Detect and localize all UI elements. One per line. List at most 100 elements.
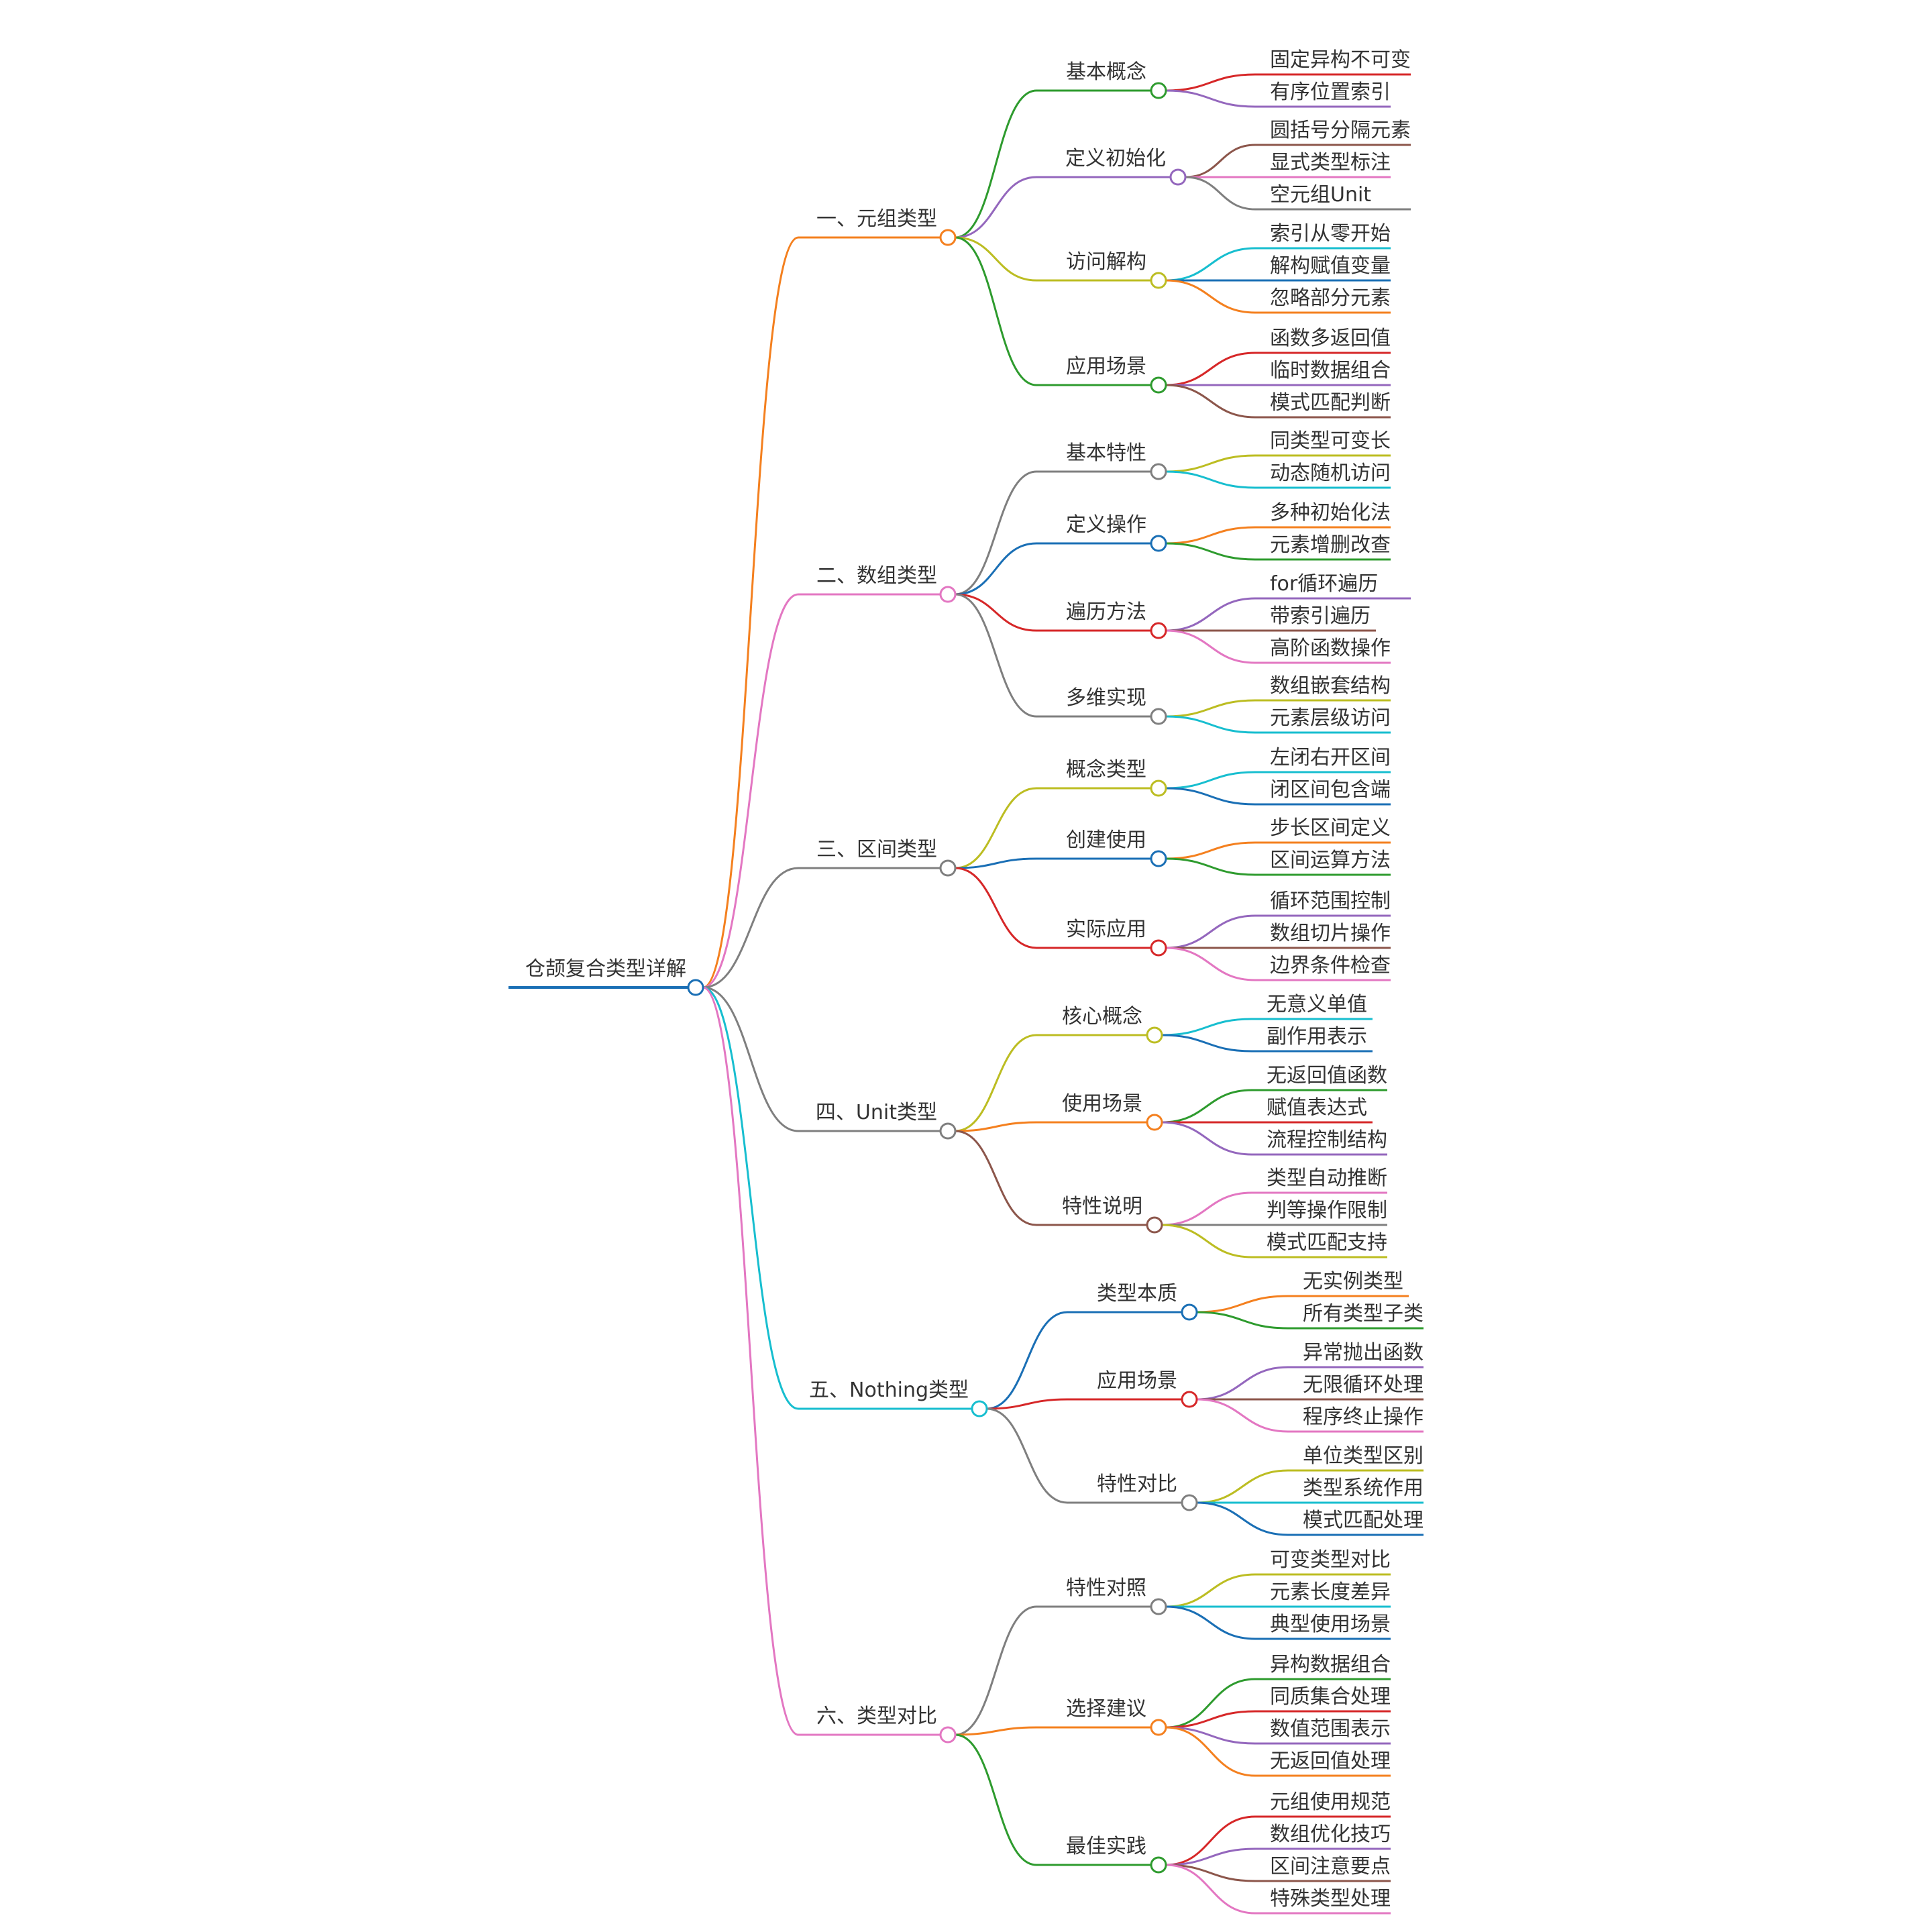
sub-connector: [955, 867, 1037, 949]
leaf-connector: [1165, 1605, 1256, 1640]
sub-topic-node[interactable]: [1181, 1494, 1198, 1511]
leaf-label: 同类型可变长: [1270, 429, 1391, 453]
sub-topic-label: 定义操作: [1066, 513, 1146, 537]
sub-topic-label: 使用场景: [1062, 1092, 1142, 1116]
sub-topic-node[interactable]: [1181, 1391, 1198, 1408]
sub-connector: [955, 857, 1037, 869]
leaf-connector: [1161, 1121, 1252, 1156]
branch-node-3[interactable]: [939, 859, 957, 877]
leaf-connector: [1165, 1678, 1256, 1729]
leaf-connector: [1165, 1864, 1256, 1915]
sub-topic-node[interactable]: [1146, 1114, 1163, 1131]
branch-node-4[interactable]: [939, 1122, 957, 1140]
leaf-label: 赋值表达式: [1267, 1096, 1367, 1120]
leaf-label: 数组优化技巧: [1270, 1823, 1391, 1846]
leaf-label: 临时数据组合: [1270, 359, 1391, 382]
leaf-label: 模式匹配处理: [1303, 1509, 1424, 1532]
sub-topic-label: 实际应用: [1066, 918, 1146, 941]
branch-connector: [702, 986, 799, 1410]
branch-node-5[interactable]: [971, 1400, 988, 1417]
sub-topic-node[interactable]: [1150, 1856, 1167, 1874]
sub-connector: [955, 542, 1037, 596]
leaf-label: 判等操作限制: [1267, 1199, 1387, 1222]
sub-topic-label: 创建使用: [1066, 828, 1146, 852]
branch-node-1[interactable]: [939, 229, 957, 246]
sub-topic-node[interactable]: [1150, 1719, 1167, 1736]
sub-topic-node[interactable]: [1150, 82, 1167, 99]
leaf-connector: [1165, 1864, 1256, 1882]
sub-topic-label: 应用场景: [1097, 1369, 1177, 1393]
sub-topic-node[interactable]: [1150, 463, 1167, 480]
leaf-label: 多种初始化法: [1270, 501, 1391, 525]
leaf-label: 循环范围控制: [1270, 890, 1391, 913]
sub-topic-node[interactable]: [1150, 272, 1167, 289]
leaf-connector: [1165, 73, 1256, 92]
leaf-connector: [1165, 1710, 1256, 1729]
sub-connector: [955, 176, 1037, 239]
leaf-connector: [1165, 1847, 1256, 1866]
sub-topic-node[interactable]: [1150, 376, 1167, 394]
sub-topic-node[interactable]: [1150, 1598, 1167, 1615]
leaf-label: 所有类型子类: [1303, 1302, 1424, 1326]
leaf-label: 圆括号分隔元素: [1270, 119, 1411, 142]
leaf-label: 元素层级访问: [1270, 706, 1391, 730]
leaf-connector: [1161, 1018, 1252, 1036]
sub-topic-node[interactable]: [1150, 939, 1167, 957]
leaf-connector: [1165, 384, 1256, 419]
leaf-label: 单位类型区别: [1303, 1444, 1424, 1468]
sub-connector: [955, 593, 1037, 632]
leaf-connector: [1165, 1726, 1256, 1745]
leaf-label: 区间运算方法: [1270, 849, 1391, 872]
sub-topic-node[interactable]: [1146, 1216, 1163, 1234]
leaf-connector: [1185, 144, 1256, 178]
leaf-connector: [1165, 89, 1256, 108]
branch-node-6[interactable]: [939, 1726, 957, 1743]
leaf-label: 边界条件检查: [1270, 954, 1391, 977]
branch-node-2[interactable]: [939, 586, 957, 603]
sub-topic-node[interactable]: [1150, 780, 1167, 797]
leaf-connector: [1165, 1726, 1256, 1777]
sub-topic-node[interactable]: [1181, 1303, 1198, 1321]
underlines-layer: [508, 73, 1424, 1915]
leaf-label: 无实例类型: [1303, 1270, 1403, 1293]
leaf-label: 有序位置索引: [1270, 80, 1391, 104]
sub-topic-label: 应用场景: [1066, 355, 1146, 378]
leaf-label: 数组嵌套结构: [1270, 674, 1391, 698]
leaf-label: 元素长度差异: [1270, 1580, 1391, 1604]
sub-connector: [955, 1121, 1037, 1132]
sub-topic-label: 特性说明: [1062, 1195, 1142, 1218]
sub-connector: [955, 89, 1037, 239]
leaf-connector: [1185, 176, 1256, 211]
branch-connector: [702, 986, 799, 1132]
leaf-connector: [1196, 1469, 1289, 1504]
leaf-connector: [1165, 542, 1256, 561]
leaf-label: 类型自动推断: [1267, 1167, 1387, 1190]
leaf-connector: [1165, 526, 1256, 545]
leaf-label: 特殊类型处理: [1270, 1887, 1391, 1911]
leaf-connector: [1196, 1311, 1289, 1330]
leaf-label: 异构数据组合: [1270, 1653, 1391, 1676]
sub-topic-label: 遍历方法: [1066, 600, 1146, 624]
sub-topic-node[interactable]: [1150, 708, 1167, 725]
leaf-connector: [1165, 771, 1256, 790]
leaf-label: 数值范围表示: [1270, 1717, 1391, 1741]
leaf-connector: [1161, 1089, 1252, 1124]
sub-topic-node[interactable]: [1169, 168, 1187, 186]
sub-topic-node[interactable]: [1150, 535, 1167, 552]
leaf-label: 流程控制结构: [1267, 1128, 1387, 1152]
root-node[interactable]: [687, 979, 704, 996]
sub-topic-node[interactable]: [1146, 1026, 1163, 1044]
leaf-connector: [1165, 454, 1256, 473]
sub-topic-label: 访问解构: [1066, 250, 1146, 274]
leaf-label: 可变类型对比: [1270, 1548, 1391, 1572]
sub-topic-node[interactable]: [1150, 850, 1167, 867]
sub-topic-label: 核心概念: [1062, 1005, 1142, 1028]
leaf-label: 无返回值处理: [1270, 1750, 1391, 1773]
sub-topic-node[interactable]: [1150, 622, 1167, 639]
leaf-label: 无返回值函数: [1267, 1064, 1387, 1087]
labels-layer: 仓颉复合类型详解一、元组类型基本概念固定异构不可变有序位置索引定义初始化圆括号分…: [525, 48, 1424, 1911]
leaf-label: 固定异构不可变: [1270, 48, 1411, 72]
leaf-connector: [1165, 1573, 1256, 1608]
leaf-connector: [1165, 914, 1256, 949]
leaf-label: 数组切片操作: [1270, 922, 1391, 945]
